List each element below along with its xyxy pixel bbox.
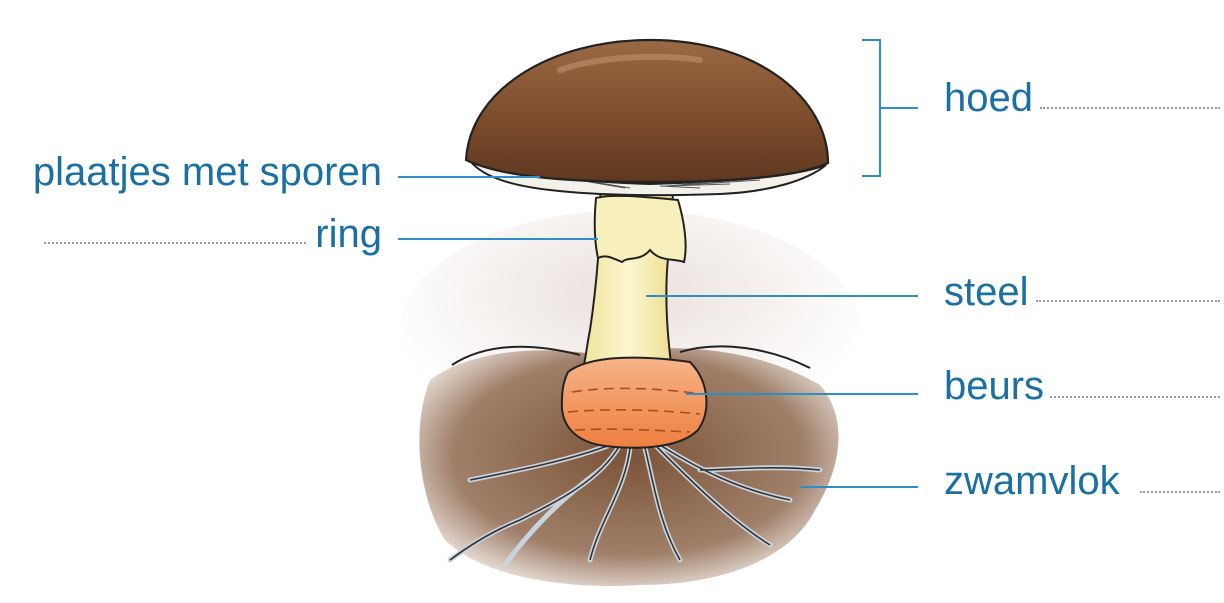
- zwamvlok-dotted-line: [1140, 491, 1220, 493]
- cap: [466, 40, 828, 182]
- steel-dotted-line: [1036, 300, 1220, 302]
- hoed-dotted-line: [1040, 107, 1220, 109]
- ring: [595, 196, 686, 262]
- hoed-bracket: [862, 40, 880, 176]
- volva: [562, 358, 707, 448]
- label-ring: ring: [0, 214, 382, 254]
- label-plaatjes-met-sporen: plaatjes met sporen: [0, 152, 382, 192]
- beurs-dotted-line: [1050, 396, 1220, 398]
- label-steel: steel: [944, 272, 1029, 312]
- label-beurs: beurs: [944, 366, 1044, 406]
- label-zwamvlok: zwamvlok: [944, 461, 1120, 501]
- label-hoed: hoed: [944, 78, 1033, 118]
